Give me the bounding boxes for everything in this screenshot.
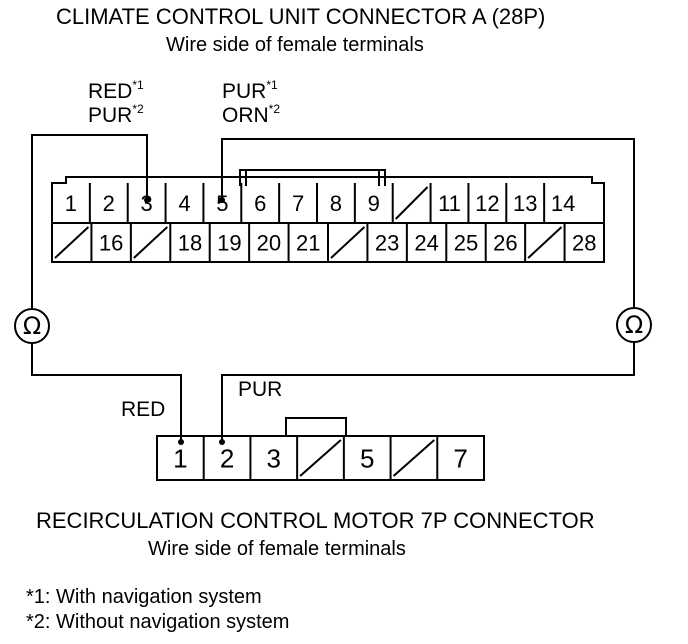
svg-text:4: 4 [178, 191, 190, 216]
svg-text:18: 18 [178, 230, 202, 255]
connector-b-title: RECIRCULATION CONTROL MOTOR 7P CONNECTOR [36, 508, 595, 533]
connector-b-terminal-1: 1 [173, 443, 187, 473]
connector-a-terminal-11: 11 [429, 183, 461, 223]
connector-b-terminal-7: 7 [436, 436, 468, 480]
connector-b-subtitle: Wire side of female terminals [148, 538, 406, 560]
connector-a-terminal-blank-13 [524, 223, 563, 262]
svg-text:2: 2 [220, 443, 234, 473]
connector-a-terminal-12: 12 [467, 183, 500, 223]
svg-text:6: 6 [254, 191, 266, 216]
svg-text:7: 7 [453, 443, 467, 473]
motor-pin1-wire-label: RED [121, 398, 166, 421]
connector-a-terminal-2: 2 [88, 183, 115, 223]
svg-text:2: 2 [103, 191, 115, 216]
connector-a-terminal-blank-8 [327, 223, 366, 262]
connector-a-terminal-blank-1 [54, 226, 90, 259]
connector-a-terminal-4: 4 [164, 183, 191, 223]
connector-a-housing [51, 176, 605, 263]
connector-a-terminal-21: 21 [287, 223, 321, 262]
motor-pin2-wire-label: PUR [238, 378, 283, 401]
wire-motor-pin2 [221, 343, 635, 442]
connector-a-terminal-24: 24 [405, 223, 439, 262]
footnote-1: *1: With navigation system [26, 586, 262, 608]
svg-text:25: 25 [454, 230, 478, 255]
svg-text:24: 24 [414, 230, 438, 255]
svg-text:1: 1 [173, 443, 187, 473]
svg-text:23: 23 [375, 230, 399, 255]
svg-text:12: 12 [475, 191, 499, 216]
connector-a-terminal-19: 19 [208, 223, 242, 262]
connector-b-terminal-blank-6 [389, 436, 435, 480]
connector-a-terminal-blank-3 [129, 223, 168, 262]
connector-b-terminal-3: 3 [249, 436, 281, 480]
connector-a-terminal-3: 3 [126, 183, 153, 223]
pin3-wire-label-no-nav: PUR*2 [88, 102, 144, 127]
connector-a-terminal-26: 26 [484, 223, 518, 262]
connector-a-terminal-25: 25 [445, 223, 478, 262]
svg-text:14: 14 [551, 191, 575, 216]
connector-a-terminal-20: 20 [248, 223, 281, 262]
svg-text:3: 3 [141, 191, 153, 216]
connector-a-terminal-18: 18 [169, 223, 202, 262]
wire-pin3 [31, 134, 148, 308]
connector-a-terminal-28: 28 [563, 223, 597, 262]
pin5-wire-label-nav: PUR*1 [222, 78, 278, 103]
connector-a-terminal-9: 9 [353, 183, 380, 223]
connector-a-subtitle: Wire side of female terminals [166, 34, 424, 56]
connector-b-terminals: 1 2 3 5 7 [173, 436, 468, 480]
connector-a-terminal-8: 8 [316, 183, 342, 223]
svg-text:7: 7 [292, 191, 304, 216]
connector-a-terminal-blank-10 [391, 183, 429, 223]
svg-text:5: 5 [216, 191, 228, 216]
svg-text:9: 9 [368, 191, 380, 216]
svg-text:11: 11 [438, 191, 461, 216]
connector-a-terminal-23: 23 [366, 223, 399, 262]
connector-a-terminal-7: 7 [278, 183, 304, 223]
wire-motor-pin1 [31, 344, 182, 442]
connector-b-terminal-blank-4 [296, 436, 342, 480]
footnote-2: *2: Without navigation system [26, 611, 290, 633]
connector-a-terminal-5: 5 [202, 183, 228, 223]
connector-a-latch [239, 169, 386, 186]
pin3-wire-label-nav: RED*1 [88, 78, 144, 103]
connector-a-terminal-6: 6 [240, 183, 266, 223]
right-ohmmeter-icon: Ω [616, 307, 652, 343]
svg-text:3: 3 [267, 443, 281, 473]
svg-text:28: 28 [572, 230, 596, 255]
connector-b-terminal-5: 5 [342, 436, 374, 480]
svg-text:20: 20 [257, 230, 281, 255]
svg-text:8: 8 [330, 191, 342, 216]
connector-b-housing [156, 435, 485, 481]
svg-text:26: 26 [493, 230, 517, 255]
svg-text:19: 19 [217, 230, 241, 255]
svg-text:5: 5 [360, 443, 374, 473]
connector-b-latch [285, 417, 347, 436]
pin5-wire-label-no-nav: ORN*2 [222, 102, 281, 127]
connector-a-title: CLIMATE CONTROL UNIT CONNECTOR A (28P) [56, 4, 546, 29]
connector-a-terminal-1: 1 [65, 191, 77, 216]
svg-text:16: 16 [99, 230, 123, 255]
wire-pin5 [221, 138, 635, 307]
svg-text:13: 13 [513, 191, 537, 216]
connector-a-terminal-14: 14 [543, 183, 575, 223]
connector-b-terminal-2: 2 [202, 436, 234, 480]
left-ohmmeter-icon: Ω [14, 308, 50, 344]
svg-text:1: 1 [65, 191, 77, 216]
wire-endpoints [144, 197, 225, 445]
connector-a-terminal-16: 16 [90, 223, 123, 262]
svg-text:21: 21 [296, 230, 320, 255]
connector-a-terminal-13: 13 [505, 183, 537, 223]
